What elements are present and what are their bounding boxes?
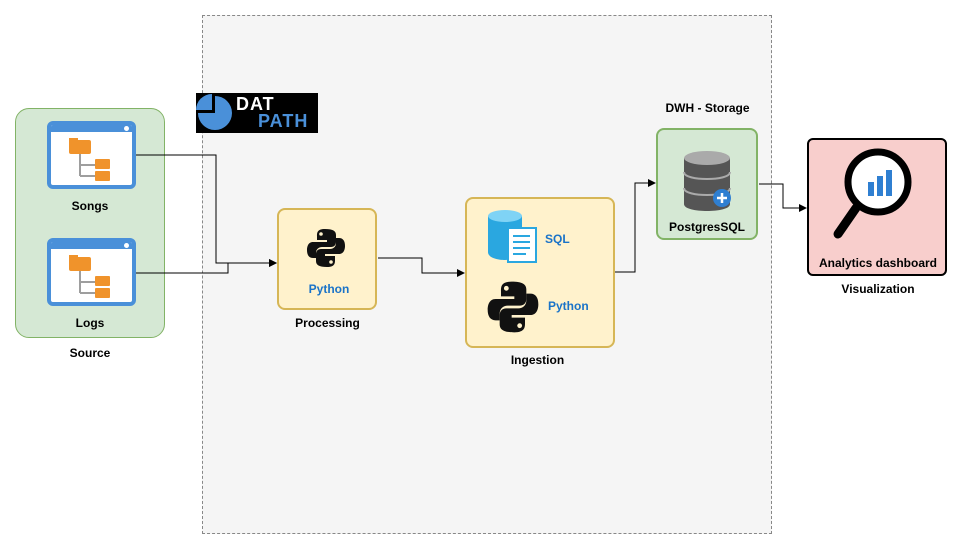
storage-title: DWH - Storage	[665, 101, 750, 115]
magnifier-chart-icon	[830, 146, 920, 247]
logo-text-line1: DAT	[236, 94, 275, 114]
dashboard-label: Analytics dashboard	[818, 256, 938, 270]
logs-to-processing-connector	[136, 259, 277, 274]
storage-to-visualization-connector	[759, 183, 807, 212]
datapath-logo: DAT PATH	[196, 93, 318, 133]
python-logo-icon	[485, 279, 541, 340]
source-title: Source	[69, 346, 111, 360]
postgres-label: PostgresSQL	[668, 220, 746, 234]
visualization-title: Visualization	[841, 282, 915, 296]
processing-to-ingestion-connector	[378, 257, 465, 277]
logs-label: Logs	[75, 316, 105, 330]
songs-folder-icon[interactable]	[47, 121, 136, 189]
database-server-icon	[680, 150, 734, 217]
ingestion-title: Ingestion	[510, 353, 565, 367]
processing-python-label: Python	[308, 282, 350, 296]
ingestion-python-label: Python	[548, 299, 589, 313]
songs-label: Songs	[71, 199, 109, 213]
logs-folder-icon[interactable]	[47, 238, 136, 306]
logo-text-line2: PATH	[258, 111, 309, 131]
python-logo-icon	[305, 227, 347, 274]
ingestion-sql-label: SQL	[545, 232, 570, 246]
sql-database-icon	[486, 208, 540, 269]
ingestion-to-storage-connector	[615, 179, 656, 273]
processing-title: Processing	[295, 316, 360, 330]
songs-to-processing-connector	[136, 154, 277, 267]
